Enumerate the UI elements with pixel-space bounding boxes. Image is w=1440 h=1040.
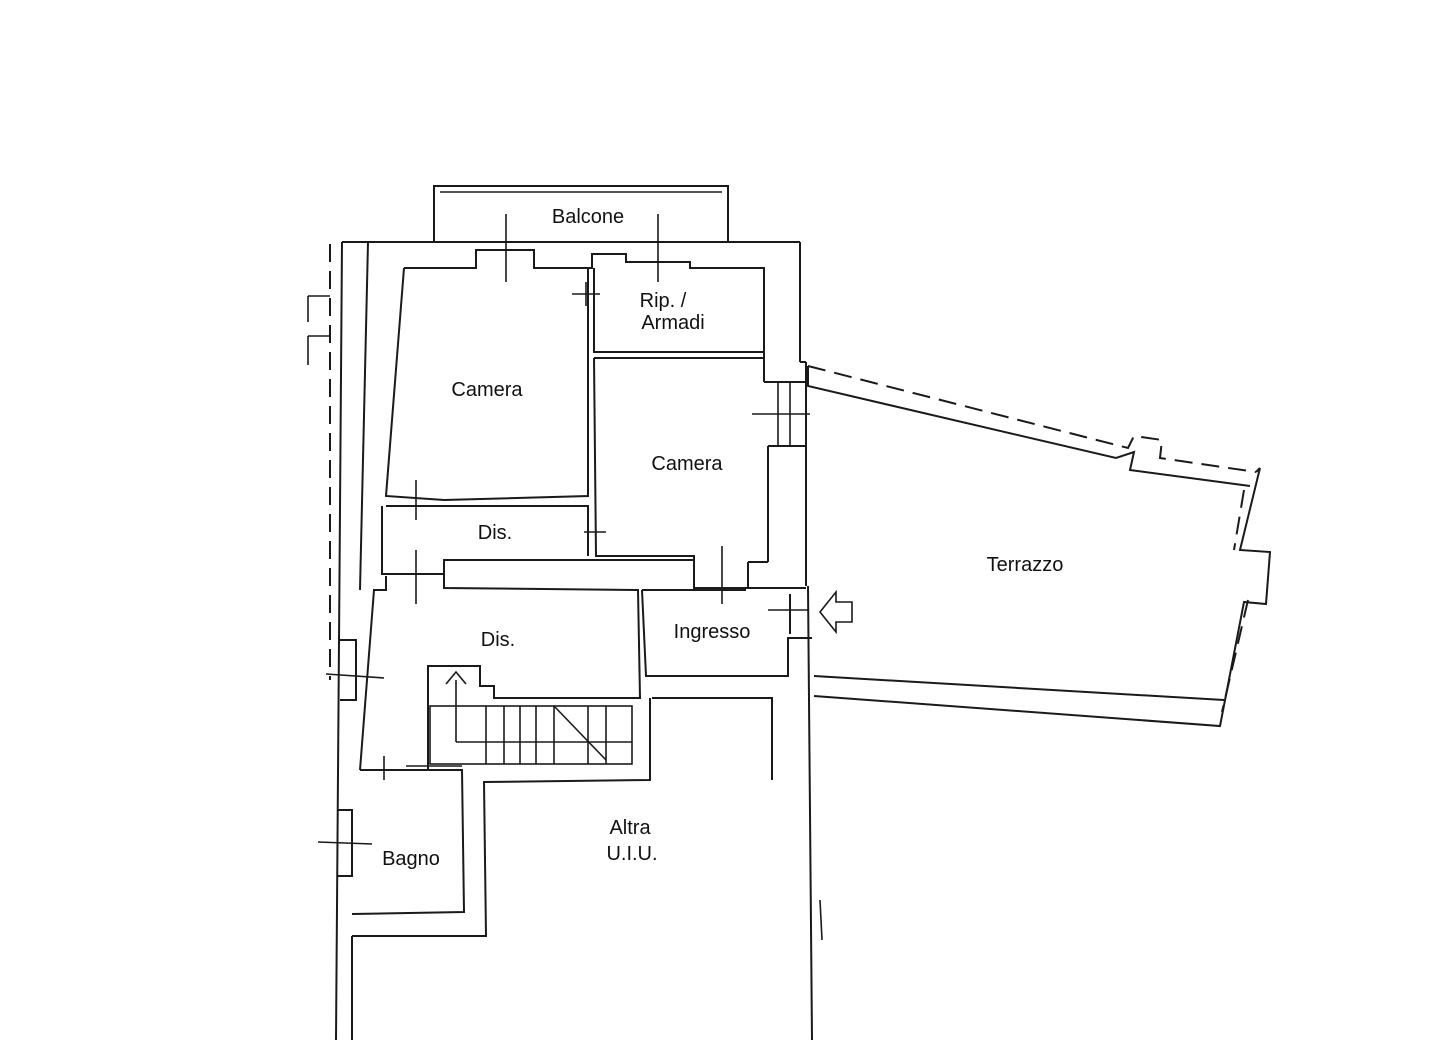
camera-2-walls	[593, 357, 765, 589]
dis-2-label: Dis.	[481, 629, 515, 651]
ingresso-label: Ingresso	[674, 621, 751, 643]
ingresso-walls	[641, 589, 812, 677]
altra-uiu-label-line2: U.I.U.	[606, 843, 657, 865]
terrazzo-label: Terrazzo	[987, 554, 1064, 576]
bagno-walls	[351, 765, 466, 915]
balcone-outline	[433, 185, 729, 242]
terrazzo-outline	[807, 365, 1272, 1040]
ripostiglio-label-line2: Armadi	[641, 312, 704, 334]
entry-arrow-icon	[818, 589, 853, 635]
ripostiglio-label-line1: Rip. /	[640, 290, 687, 312]
camera-1-walls	[384, 267, 589, 502]
balcone-label: Balcone	[552, 206, 624, 228]
bagno-label: Bagno	[382, 848, 440, 870]
dis-1-label: Dis.	[478, 522, 512, 544]
bottom-left-walls	[338, 639, 357, 1040]
left-boundary	[307, 244, 331, 680]
dis-2-walls	[359, 574, 642, 771]
camera-1-label: Camera	[451, 379, 523, 401]
altra-uiu-label-line1: Altra	[609, 817, 651, 839]
camera-2-label: Camera	[651, 453, 723, 475]
staircase	[429, 670, 633, 765]
altra-uiu-walls	[352, 697, 773, 937]
outer-walls	[335, 241, 807, 1040]
door-marks	[317, 214, 810, 845]
dis-1-walls	[381, 505, 694, 575]
